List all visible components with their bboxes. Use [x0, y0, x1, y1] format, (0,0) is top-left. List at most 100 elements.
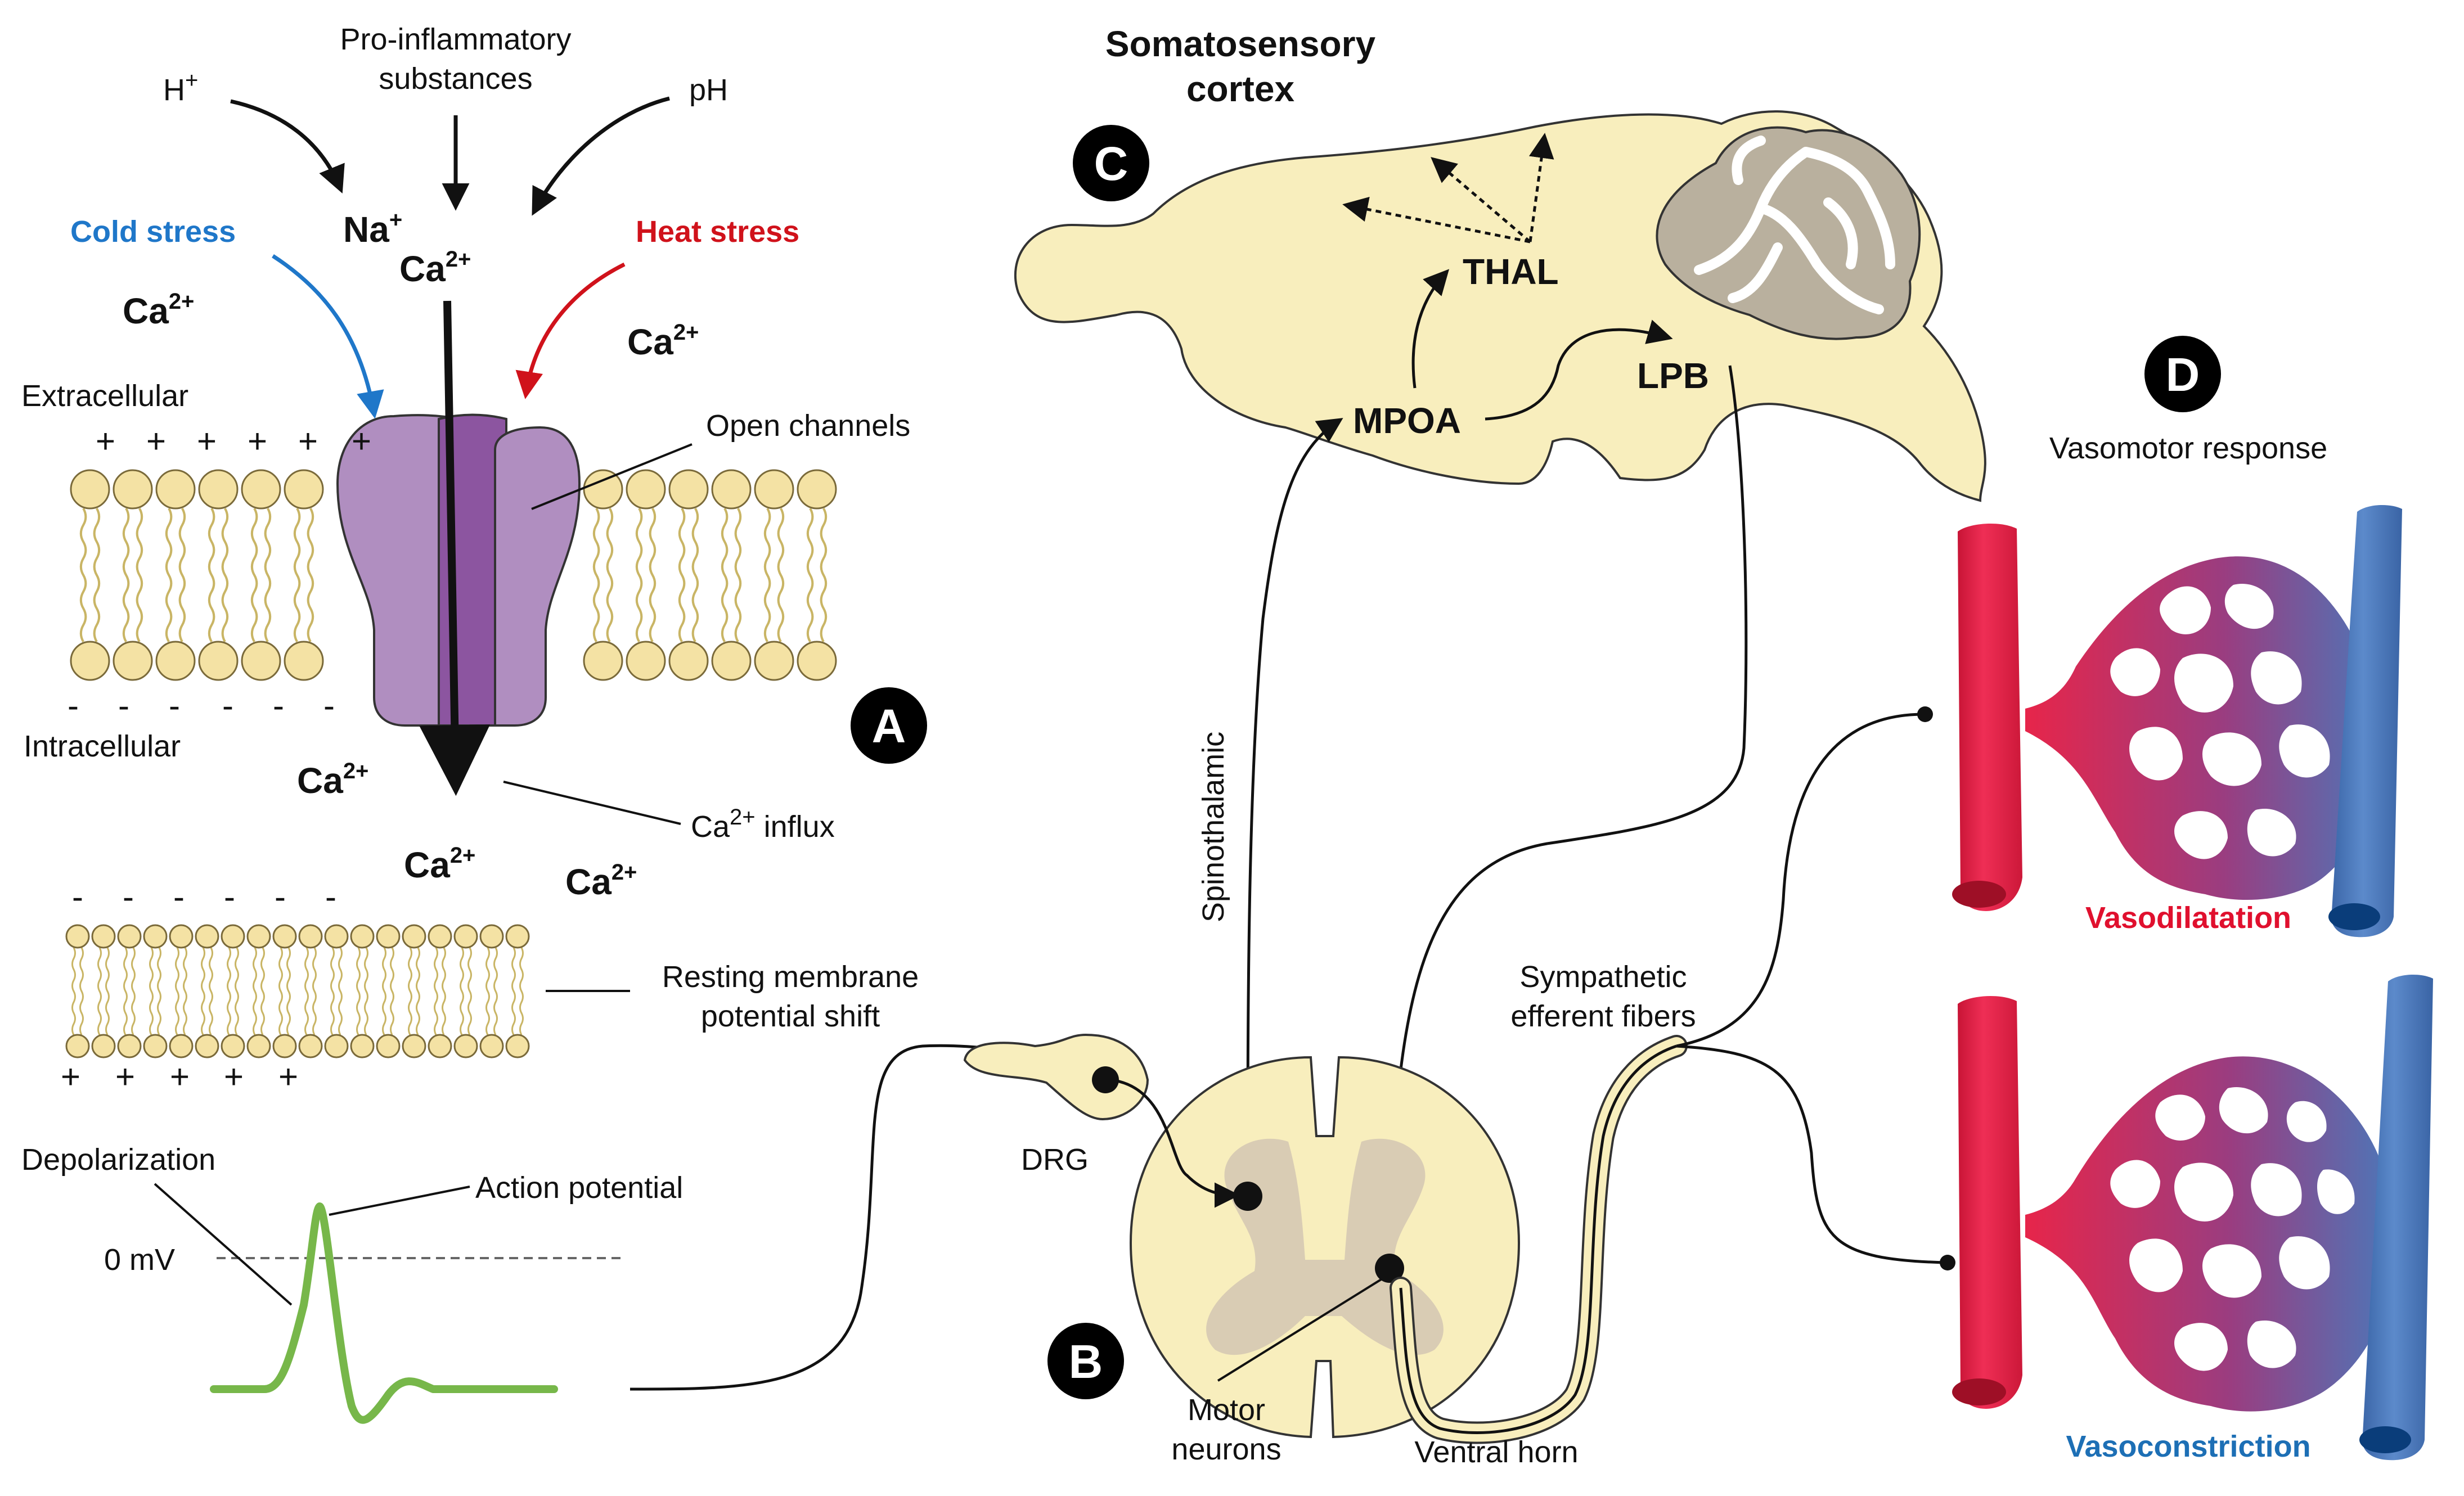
drg-afferent-path: [1109, 1078, 1240, 1208]
svg-text:-: -: [118, 687, 129, 724]
ca-influx-label: Ca2+ influx: [691, 805, 835, 844]
h-ion-label: H+: [163, 68, 198, 107]
vasomotor-response-label: Vasomotor response: [2049, 431, 2327, 465]
action-potential-trace: [210, 1202, 558, 1424]
thal-to-cortex-arrow-left: [1342, 196, 1531, 244]
membrane-lipid: [65, 924, 90, 1058]
badge-c: C: [1073, 125, 1149, 201]
resting-membrane-label-2: potential shift: [701, 999, 880, 1033]
svg-text:+: +: [197, 422, 217, 460]
membrane-lipid: [70, 469, 110, 681]
motor-neurons-label-1: Motor: [1188, 1393, 1265, 1427]
ca-ion-right-label: Ca2+: [627, 320, 699, 362]
sympathetic-fiber-core: [1399, 1044, 1677, 1434]
badge-d: D: [2144, 336, 2221, 412]
svg-text:-: -: [224, 878, 235, 916]
pro-inflammatory-label-1: Pro-inflammatory: [340, 22, 571, 56]
drg: [963, 1033, 1149, 1121]
svg-text:+: +: [96, 422, 115, 460]
somatosensory-label-1: Somatosensory: [1105, 24, 1376, 64]
motor-neuron: [1375, 1254, 1404, 1283]
membrane-lipid: [195, 924, 219, 1058]
svg-text:-: -: [323, 687, 335, 724]
h-arrow: [230, 99, 345, 194]
heat-stress-label: Heat stress: [636, 215, 799, 249]
membrane-lipid: [272, 924, 297, 1058]
lower-plus-signs: +++ ++: [61, 1058, 298, 1096]
svg-text:-: -: [123, 878, 134, 916]
membrane-lipid: [376, 924, 401, 1058]
membrane-lipid: [711, 469, 752, 681]
calcium-influx-arrow: [419, 300, 491, 796]
vasodilatation-vessels: [1952, 505, 2402, 938]
motor-neurons-label-2: neurons: [1171, 1432, 1281, 1466]
depolarization-leader: [154, 1183, 293, 1306]
membrane-lipid: [505, 924, 530, 1058]
sympathetic-label-2: efferent fibers: [1510, 999, 1696, 1033]
intracellular-label: Intracellular: [24, 729, 181, 763]
ventral-horn-label: Ventral horn: [1414, 1435, 1578, 1469]
membrane-lipid: [668, 469, 709, 681]
membrane-lipid: [198, 469, 239, 681]
svg-text:-: -: [173, 878, 185, 916]
ph-arrow: [532, 96, 670, 216]
extracellular-plus-signs: +++ +++: [96, 422, 371, 460]
vasodilatation-terminal: [1917, 706, 1933, 722]
pro-inflammatory-label-2: substances: [379, 62, 532, 96]
na-ion-label: Na+: [343, 208, 402, 250]
vasodilatation-label: Vasodilatation: [2085, 901, 2291, 935]
svg-text:-: -: [275, 878, 286, 916]
membrane-lipid: [241, 469, 281, 681]
membrane-lipid: [117, 924, 142, 1058]
badge-a: A: [851, 687, 927, 764]
spinothalamic-neuron: [1233, 1182, 1262, 1211]
membrane-lipid: [479, 924, 504, 1058]
ca-ion-lower-1-label: Ca2+: [404, 843, 475, 885]
mpoa-to-thal-arrow: [1411, 269, 1450, 389]
spinal-grey-matter: [1206, 1138, 1444, 1355]
lpb-to-ventral-horn-tract: [1377, 365, 1748, 1259]
membrane-lipid: [428, 924, 452, 1058]
svg-text:+: +: [278, 1058, 298, 1096]
spinothalamic-label: Spinothalamic: [1197, 732, 1230, 922]
svg-text:-: -: [169, 687, 180, 724]
membrane-lipid: [797, 469, 837, 681]
membrane-lipid: [402, 924, 426, 1058]
badge-c-letter: C: [1094, 137, 1128, 190]
svg-text:+: +: [224, 1058, 244, 1096]
motor-neurons-leader: [1217, 1278, 1382, 1382]
membrane-lipid: [453, 924, 478, 1058]
membrane-lipid: [754, 469, 794, 681]
sympathetic-label-1: Sympathetic: [1519, 960, 1687, 994]
drg-label: DRG: [1021, 1143, 1089, 1177]
svg-text:-: -: [68, 687, 79, 724]
membrane-lipid: [143, 924, 168, 1058]
spinal-cord: [1129, 1056, 1521, 1439]
depolarization-label: Depolarization: [21, 1143, 215, 1177]
action-potential-leader: [329, 1186, 470, 1216]
svg-text:-: -: [273, 687, 284, 724]
lpb-label: LPB: [1637, 355, 1709, 396]
sympathetic-to-vasoconstriction: [1676, 1044, 1947, 1264]
cerebellum: [1656, 126, 1921, 340]
membrane-lipid: [155, 469, 196, 681]
vasoconstriction-label: Vasoconstriction: [2066, 1430, 2310, 1463]
upper-membrane: [70, 469, 837, 681]
svg-text:+: +: [298, 422, 318, 460]
ap-to-drg-nerve: [630, 1044, 1087, 1391]
vasoconstriction-terminal: [1940, 1255, 1955, 1270]
ca-influx-leader: [503, 781, 681, 825]
ca-ion-top-label: Ca2+: [399, 247, 471, 289]
ca-ion-lower-2-label: Ca2+: [565, 860, 637, 902]
membrane-lipid: [626, 469, 666, 681]
svg-text:+: +: [115, 1058, 135, 1096]
svg-text:+: +: [146, 422, 166, 460]
thal-to-cortex-arrow-middle: [1431, 157, 1531, 243]
cold-stress-label: Cold stress: [70, 215, 236, 249]
membrane-lipid: [583, 469, 623, 681]
thal-to-cortex-arrow-right: [1528, 133, 1554, 242]
spinothalamic-tract: [1246, 418, 1343, 1196]
svg-text:-: -: [72, 878, 83, 916]
svg-text:-: -: [325, 878, 336, 916]
